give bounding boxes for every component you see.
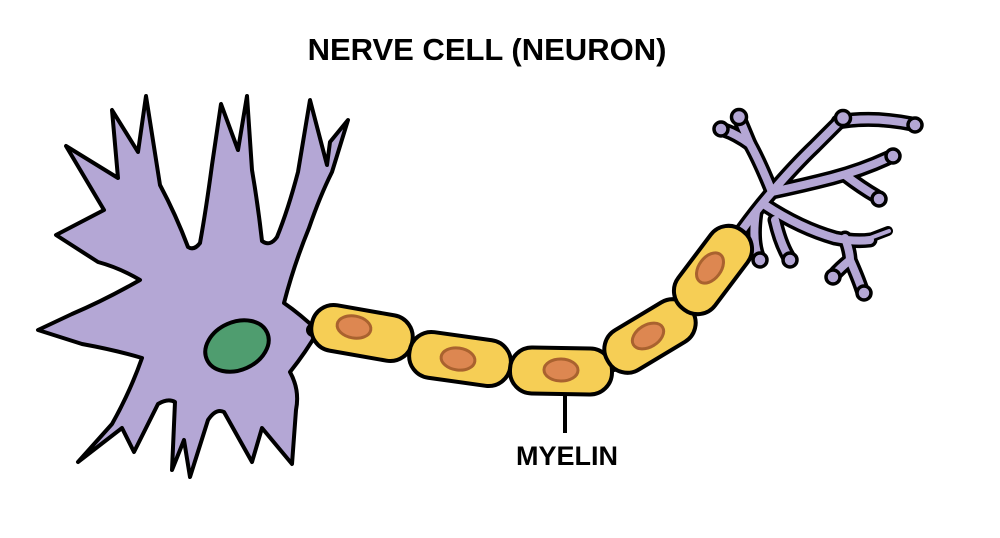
terminal-branches-fill — [720, 115, 916, 294]
terminal-sharp-spur-fill — [860, 229, 891, 243]
terminal-bouton — [781, 251, 799, 269]
schwann-cell-nucleus — [439, 346, 477, 372]
myelin-segment-5 — [671, 223, 755, 317]
diagram-title: NERVE CELL (NEURON) — [308, 32, 667, 67]
schwann-cell-nucleus — [630, 321, 666, 351]
terminal-boutons — [712, 107, 924, 302]
cell-nucleus — [203, 318, 271, 374]
terminal-bouton — [712, 120, 730, 138]
myelin-segment-2 — [407, 329, 513, 389]
myelin-sheath — [309, 223, 755, 397]
terminal-bouton — [729, 107, 749, 127]
terminal-bouton — [833, 108, 853, 128]
schwann-cell-nucleus — [335, 314, 373, 340]
terminal-bouton — [855, 284, 873, 302]
terminal-bouton — [751, 251, 769, 269]
terminal-bouton — [884, 147, 902, 165]
terminal-bouton — [824, 268, 842, 286]
schwann-cell-nucleus — [695, 251, 725, 285]
myelin-label: MYELIN — [516, 441, 618, 471]
axon-terminals — [712, 107, 924, 302]
myelin-segment-3 — [507, 345, 615, 397]
soma-dendrites-shape — [36, 94, 350, 479]
terminal-bouton — [870, 190, 888, 208]
schwann-cell-nucleus — [542, 357, 580, 383]
cell-body-and-dendrites — [36, 94, 350, 479]
myelin-annotation: MYELIN — [516, 394, 618, 471]
terminal-bouton — [906, 116, 924, 134]
